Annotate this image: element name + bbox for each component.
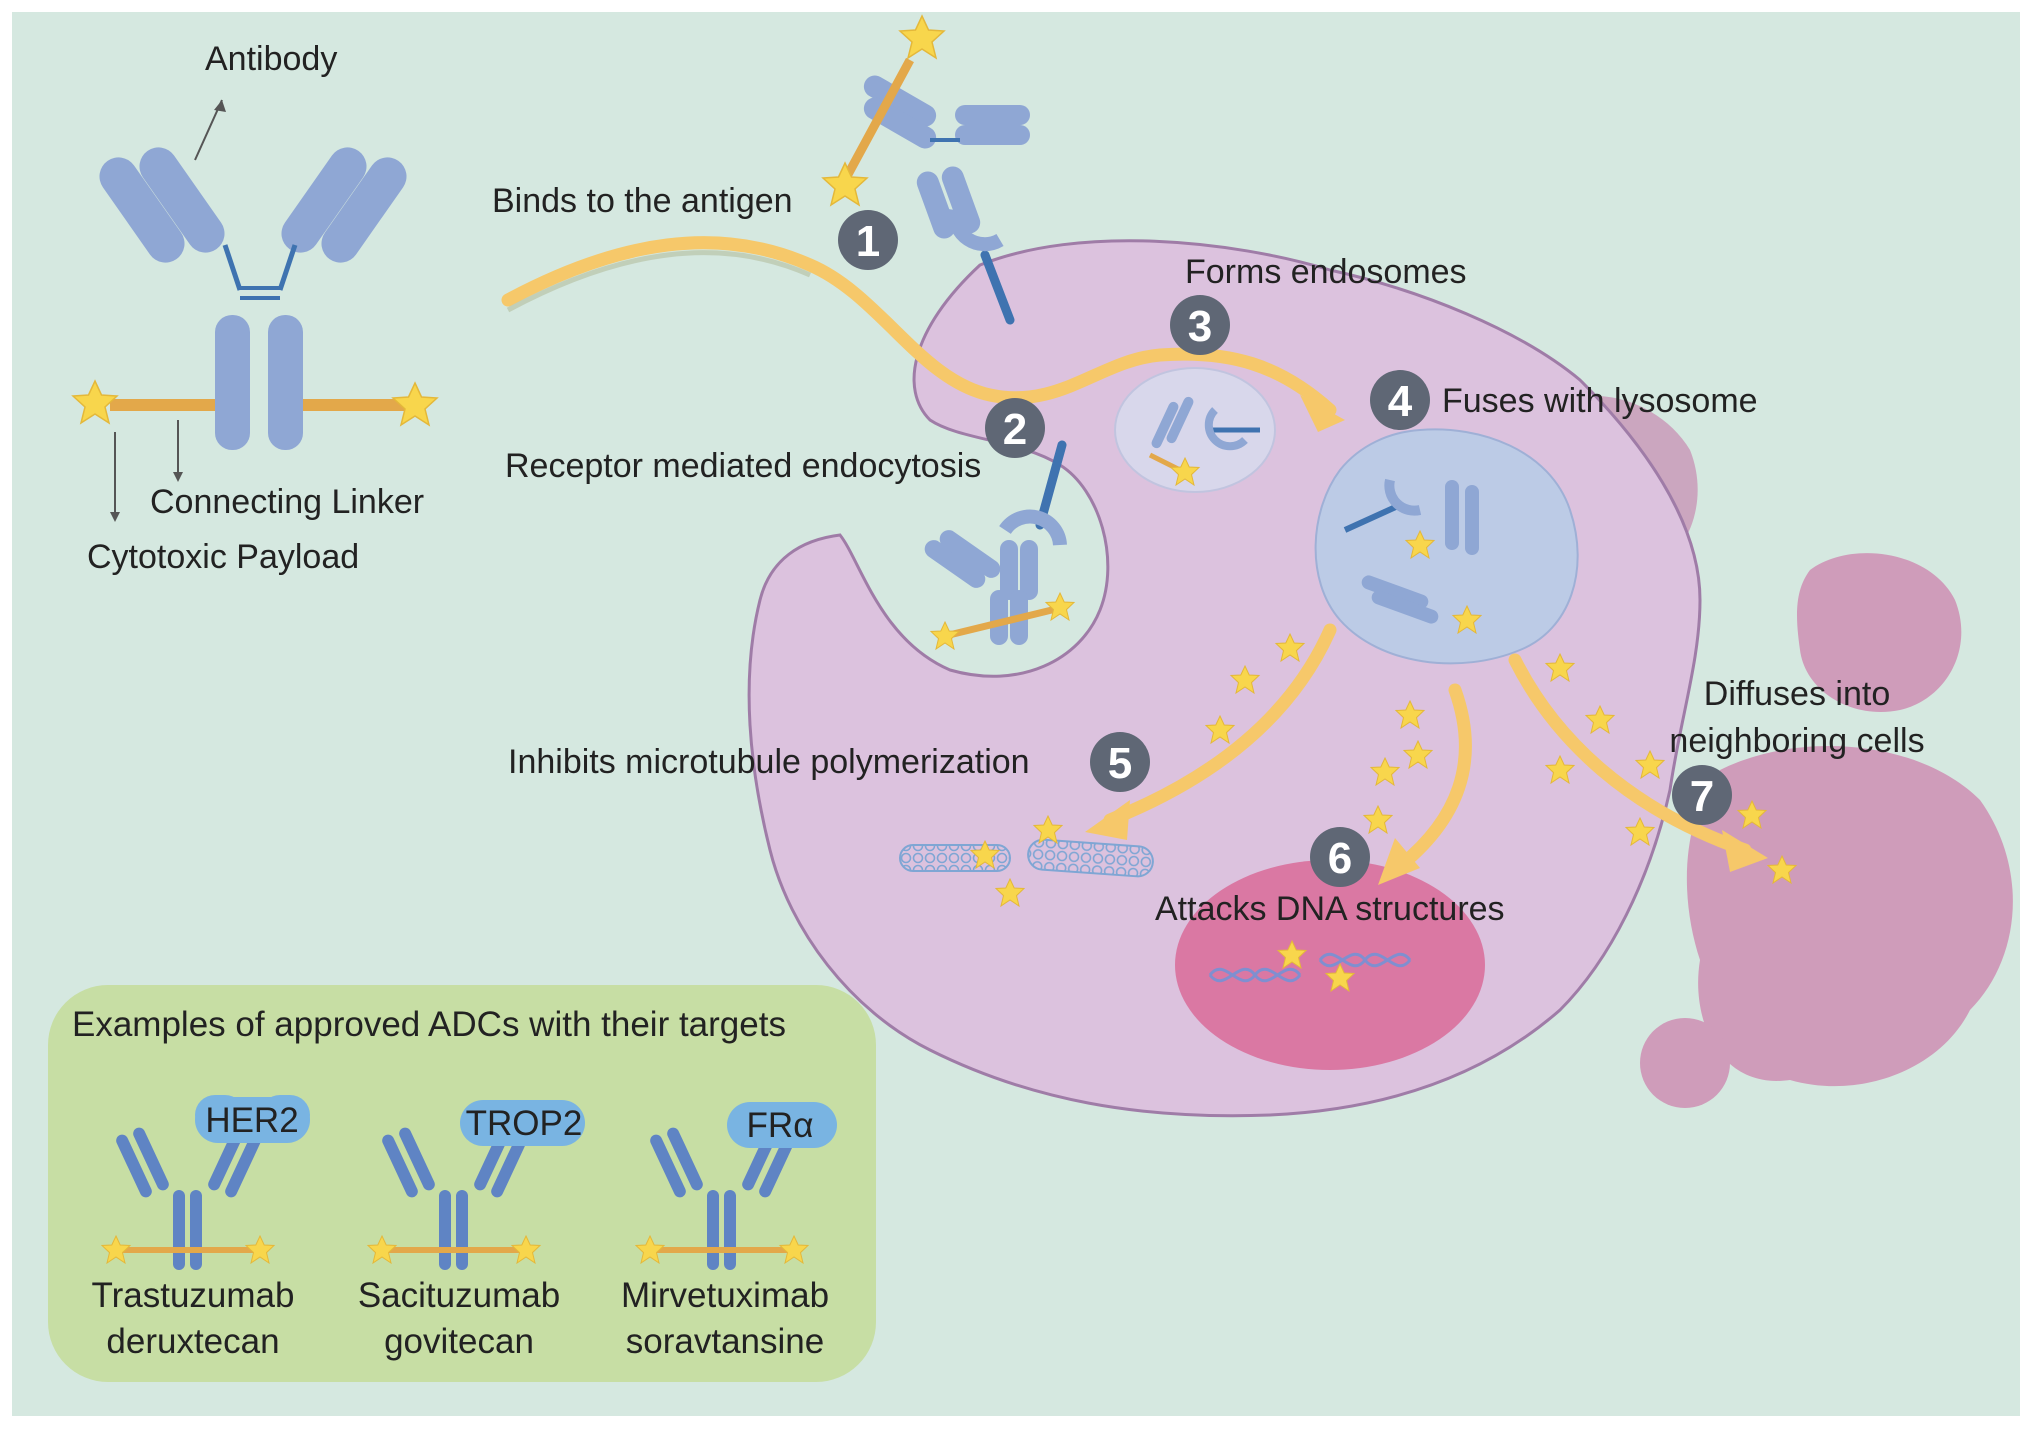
arrowhead-to-lysosome bbox=[1300, 395, 1345, 432]
step-1-label: Binds to the antigen bbox=[492, 182, 793, 220]
example-2-name-line2: govitecan bbox=[384, 1322, 534, 1361]
example-3-name-line1: Mirvetuximab bbox=[621, 1276, 829, 1315]
binding-antibody bbox=[822, 15, 1030, 325]
dna-strands bbox=[1208, 952, 1412, 983]
step-1-badge: 1 bbox=[838, 210, 898, 270]
lysosome-contents bbox=[1343, 478, 1479, 624]
step-3-badge: 3 bbox=[1170, 295, 1230, 355]
example-3-target: FRα bbox=[747, 1106, 814, 1145]
endosome-contents bbox=[1148, 396, 1260, 486]
svg-text:6: 6 bbox=[1328, 834, 1352, 883]
linker-label: Connecting Linker bbox=[150, 483, 424, 521]
antibody-label: Antibody bbox=[205, 40, 337, 78]
step-7-label-line1: Diffuses into bbox=[1704, 675, 1890, 713]
example-3-target-pill bbox=[727, 1102, 837, 1148]
step-5-badge: 5 bbox=[1090, 732, 1150, 792]
step-5-label: Inhibits microtubule polymerization bbox=[508, 743, 1030, 781]
payload-label: Cytotoxic Payload bbox=[87, 538, 359, 576]
legend-antibody bbox=[72, 147, 438, 450]
step-2-label: Receptor mediated endocytosis bbox=[505, 447, 981, 485]
step-3-label: Forms endosomes bbox=[1185, 253, 1467, 291]
example-1-target: HER2 bbox=[205, 1101, 298, 1140]
endosome bbox=[1114, 367, 1276, 493]
examples-title: Examples of approved ADCs with their tar… bbox=[72, 1005, 786, 1044]
examples-panel: Examples of approved ADCs with their tar… bbox=[48, 985, 876, 1382]
svg-text:2: 2 bbox=[1003, 405, 1027, 454]
example-3-name-line2: soravtansine bbox=[626, 1322, 824, 1361]
step-2-badge: 2 bbox=[985, 398, 1045, 458]
step-7-label-line2: neighboring cells bbox=[1669, 722, 1924, 760]
svg-text:4: 4 bbox=[1388, 377, 1413, 426]
example-2-target: TROP2 bbox=[466, 1104, 583, 1143]
step-7-badge: 7 bbox=[1672, 765, 1732, 825]
svg-text:7: 7 bbox=[1690, 772, 1714, 821]
step-4-label: Fuses with lysosome bbox=[1442, 382, 1758, 420]
svg-text:3: 3 bbox=[1188, 302, 1212, 351]
svg-text:1: 1 bbox=[856, 217, 880, 266]
step-4-badge: 4 bbox=[1370, 370, 1430, 430]
endocytosis-antibody bbox=[924, 440, 1075, 650]
example-2-name-line1: Sacituzumab bbox=[358, 1276, 560, 1315]
example-1-name-line2: deruxtecan bbox=[106, 1322, 279, 1361]
trafficking-path bbox=[501, 236, 1337, 417]
svg-text:5: 5 bbox=[1108, 739, 1132, 788]
release-arrows bbox=[1103, 623, 1752, 877]
step-6-badge: 6 bbox=[1310, 827, 1370, 887]
example-2-target-pill bbox=[460, 1100, 585, 1146]
step-6-label: Attacks DNA structures bbox=[1155, 890, 1505, 928]
example-1-target-pill bbox=[195, 1097, 310, 1143]
example-1-name-line1: Trastuzumab bbox=[92, 1276, 295, 1315]
legend-pointer-lines bbox=[110, 99, 226, 522]
